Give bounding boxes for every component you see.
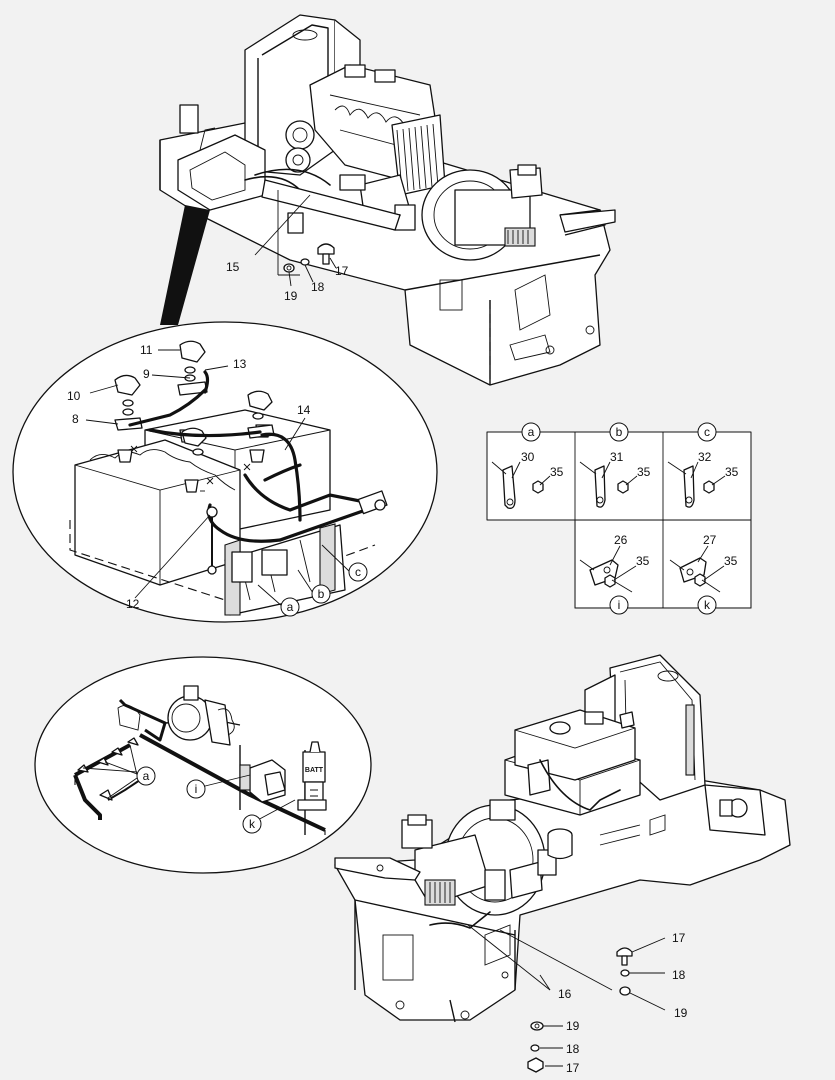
svg-text:b: b	[616, 425, 623, 439]
svg-text:i: i	[618, 598, 621, 612]
callout-a-circle: a	[280, 597, 300, 617]
callout-a-harness: a	[136, 766, 156, 786]
callout-10: 10	[67, 389, 81, 403]
bottom-machine-frame	[334, 654, 791, 1073]
svg-text:35: 35	[724, 554, 738, 568]
callout-14: 14	[297, 403, 311, 417]
svg-text:35: 35	[637, 465, 651, 479]
svg-text:27: 27	[703, 533, 717, 547]
detail-pointer	[160, 205, 210, 325]
svg-text:32: 32	[698, 450, 712, 464]
svg-text:35: 35	[550, 465, 564, 479]
svg-text:b: b	[318, 587, 325, 601]
callout-c-circle: c	[348, 562, 368, 582]
callout-i-harness: i	[186, 779, 206, 799]
callout-15: 15	[226, 260, 240, 274]
callout-8: 8	[72, 412, 79, 426]
callout-11: 11	[140, 343, 153, 357]
callout-16: 16	[558, 987, 572, 1001]
svg-text:k: k	[249, 817, 256, 831]
svg-text:c: c	[355, 565, 361, 579]
callout-19-bottom: 19	[566, 1019, 580, 1033]
table-cell-b: b 31 35	[579, 422, 651, 508]
callout-19-right: 19	[674, 1006, 688, 1020]
callout-19-top: 19	[284, 289, 298, 303]
svg-text:30: 30	[521, 450, 535, 464]
svg-text:a: a	[287, 600, 294, 614]
callout-17-right: 17	[672, 931, 686, 945]
table-cell-k: k 27 35	[669, 533, 738, 615]
batt-label: BATT	[305, 767, 324, 774]
callout-labels: 15 17 18 19 11 13 9 10 8 14 12 a b c a i	[67, 260, 688, 1075]
table-cell-i: i 26 35	[579, 533, 650, 615]
table-cell-c: c 32 35	[667, 422, 739, 508]
battery-detail	[12, 321, 438, 623]
svg-text:35: 35	[636, 554, 650, 568]
callout-18-right: 18	[672, 968, 686, 982]
svg-text:a: a	[528, 425, 535, 439]
svg-text:c: c	[704, 425, 710, 439]
svg-text:31: 31	[610, 450, 624, 464]
callout-17-top: 17	[335, 264, 349, 278]
svg-text:i: i	[195, 782, 198, 796]
callout-k-harness: k	[242, 814, 262, 834]
svg-text:26: 26	[614, 533, 628, 547]
svg-text:35: 35	[725, 465, 739, 479]
callout-18-top: 18	[311, 280, 325, 294]
callout-12: 12	[126, 597, 140, 611]
callout-17-bottom: 17	[566, 1061, 580, 1075]
top-machine-frame	[159, 14, 616, 386]
callout-18-bottom: 18	[566, 1042, 580, 1056]
svg-text:a: a	[143, 769, 150, 783]
svg-text:k: k	[704, 598, 711, 612]
callout-9: 9	[143, 367, 150, 381]
table-cell-a: a 30 35	[491, 422, 564, 509]
harness-clip-detail: BATT	[34, 656, 372, 874]
callout-13: 13	[233, 357, 247, 371]
callout-b-circle: b	[311, 584, 331, 604]
